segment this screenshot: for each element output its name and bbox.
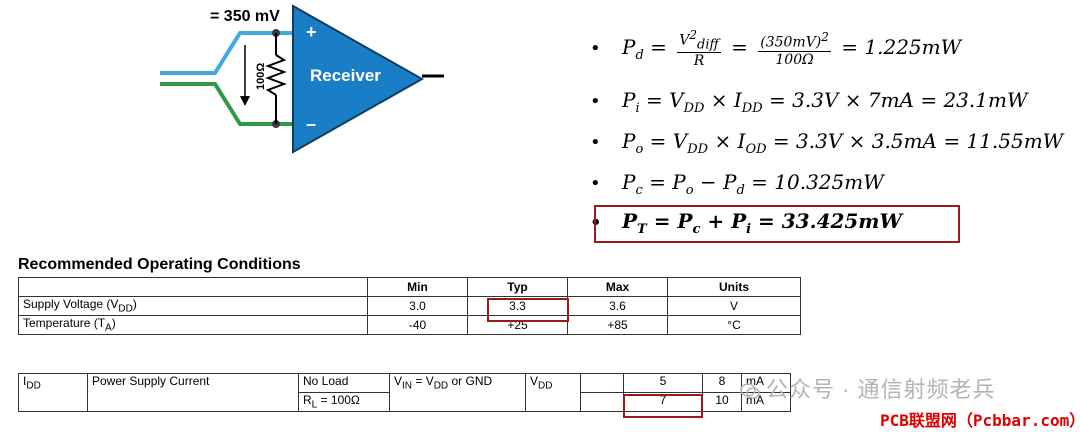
chat-icon	[740, 383, 760, 399]
table-row: Temperature (TA) -40 +25 +85 °C	[18, 315, 801, 335]
watermark: 公众号 · 通信射频老兵	[740, 372, 996, 404]
receiver-diagram: = 350 mV 100Ω + – Receiver	[0, 0, 460, 170]
roc-max: +85	[567, 315, 668, 335]
minus-label: –	[306, 114, 317, 134]
roc-header-min: Min	[367, 277, 468, 297]
total-power-highlight-box	[594, 205, 960, 243]
table-row: IDD Power Supply Current No Load VIN = V…	[18, 373, 791, 412]
wire-green	[160, 82, 292, 126]
idd-min2	[580, 392, 624, 412]
roc-min: -40	[367, 315, 468, 335]
idd-cond-load: RL = 100Ω	[298, 392, 390, 412]
equation-pi: •Pi = VDD × IDD = 3.3V × 7mA = 23.1mW	[590, 88, 1028, 116]
idd-symbol: IDD	[18, 373, 88, 412]
roc-min: 3.0	[367, 296, 468, 316]
idd-vin-condition: VIN = VDD or GND	[389, 373, 526, 412]
differential-voltage-label: = 350 mV	[210, 8, 280, 25]
roc-header-param	[18, 277, 368, 297]
idd-max2: 10	[702, 392, 742, 412]
voltage-arrow	[240, 96, 250, 106]
receiver-triangle	[292, 4, 425, 154]
roc-header-typ: Typ	[467, 277, 568, 297]
idd-min1	[580, 373, 624, 393]
table-row: RL = 100Ω 7 10 mA	[19, 392, 791, 412]
idd-typ1: 5	[623, 373, 703, 393]
roc-header-max: Max	[567, 277, 668, 297]
plus-label: +	[306, 22, 317, 42]
typ-voltage-highlight-box	[487, 298, 569, 322]
watermark-site: PCB联盟网（Pcbbar.com）	[880, 411, 1080, 430]
roc-header-row: Min Typ Max Units	[18, 277, 801, 297]
wire-blue	[160, 31, 292, 75]
idd-table: IDD Power Supply Current No Load VIN = V…	[18, 373, 791, 412]
roc-max: 3.6	[567, 296, 668, 316]
idd-max1: 8	[702, 373, 742, 393]
receiver-schematic	[160, 4, 444, 154]
roc-units: °C	[667, 315, 801, 335]
equation-pt: •PT = Pc + Pi = 33.425mW	[590, 209, 902, 237]
roc-param-temperature: Temperature (TA)	[18, 315, 368, 335]
table-row: Supply Voltage (VDD) 3.0 3.3 3.6 V	[18, 296, 801, 316]
receiver-label: Receiver	[310, 66, 381, 85]
roc-units: V	[667, 296, 801, 316]
watermark-text: 公众号 · 通信射频老兵	[766, 377, 996, 402]
roc-header-units: Units	[667, 277, 801, 297]
idd-name: Power Supply Current	[87, 373, 299, 412]
equation-po: •Po = VDD × IOD = 3.3V × 3.5mA = 11.55mW	[590, 129, 1064, 157]
typ-current-highlight-box	[623, 394, 703, 418]
roc-param-supply-voltage: Supply Voltage (VDD)	[18, 296, 368, 316]
resistor-label: 100Ω	[255, 62, 267, 90]
resistor-symbol	[265, 54, 287, 96]
equation-pc: •Pc = Po − Pd = 10.325mW	[590, 170, 884, 198]
idd-cond-no-load: No Load	[298, 373, 390, 393]
roc-title: Recommended Operating Conditions	[18, 256, 301, 273]
idd-vdd: VDD	[525, 373, 581, 412]
idd-units2: mA	[741, 392, 791, 412]
roc-table: Min Typ Max Units Supply Voltage (VDD) 3…	[18, 277, 801, 335]
